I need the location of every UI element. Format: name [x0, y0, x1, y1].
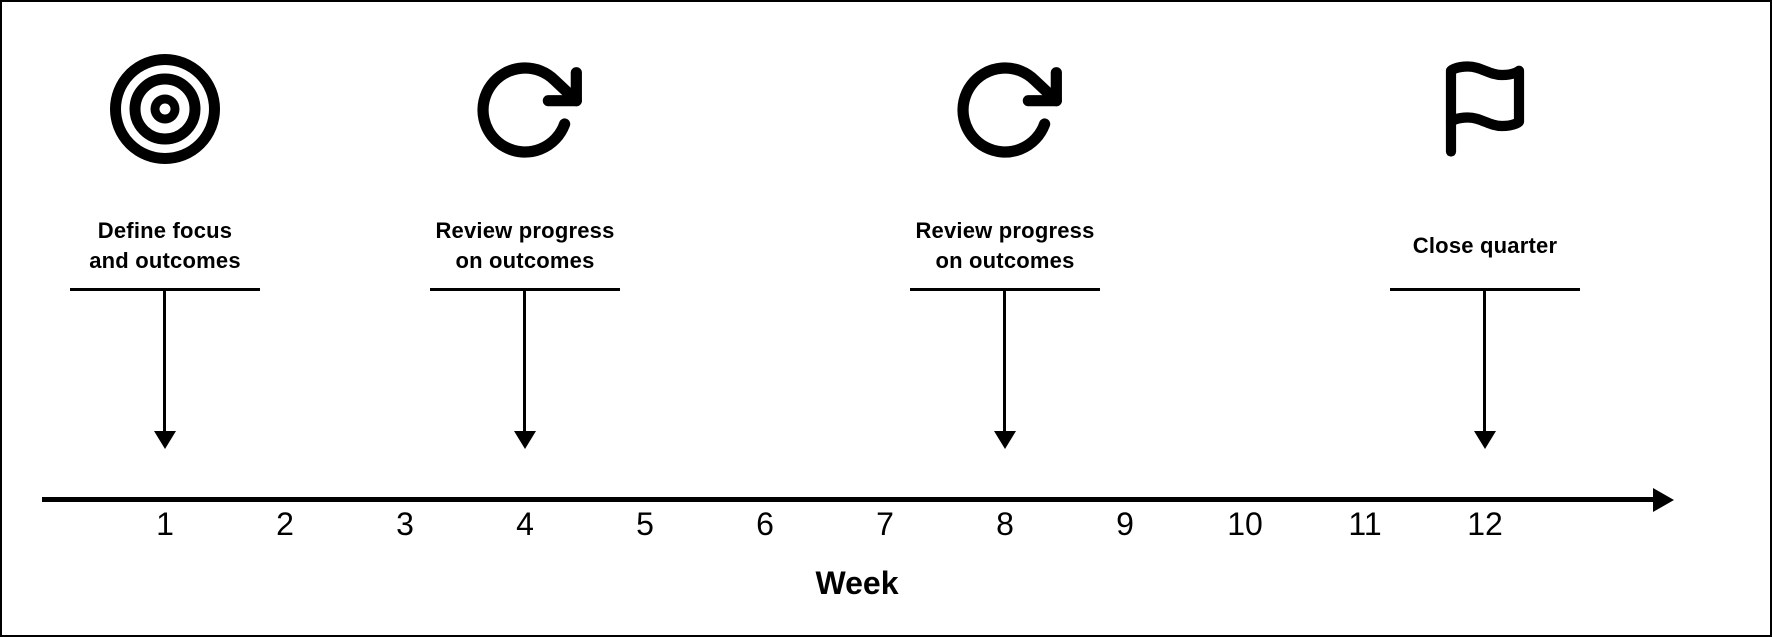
milestone-arrow: [1003, 291, 1006, 432]
refresh-icon: [380, 54, 670, 166]
milestone-arrow: [163, 291, 166, 432]
flag-icon: [1340, 54, 1630, 164]
milestone-arrowhead-icon: [514, 431, 536, 449]
timeline-axis: [42, 497, 1655, 502]
week-tick-9: 9: [1116, 506, 1134, 542]
week-tick-1: 1: [156, 506, 174, 542]
week-tick-6: 6: [756, 506, 774, 542]
milestone-label-line: on outcomes: [455, 248, 595, 273]
milestone-arrowhead-icon: [1474, 431, 1496, 449]
milestone-week-1: Define focus and outcomes: [20, 2, 310, 452]
milestone-week-12: Close quarter: [1340, 2, 1630, 452]
milestone-label-line: Define focus: [97, 218, 233, 243]
milestone-label: Review progress on outcomes: [380, 214, 670, 278]
week-tick-11: 11: [1348, 506, 1382, 542]
week-tick-12: 12: [1467, 506, 1503, 542]
milestone-underline: [430, 288, 620, 291]
week-tick-5: 5: [636, 506, 654, 542]
week-tick-7: 7: [876, 506, 894, 542]
milestone-label: Review progress on outcomes: [860, 214, 1150, 278]
timeline-axis-arrowhead-icon: [1653, 488, 1674, 512]
week-tick-8: 8: [996, 506, 1014, 542]
milestone-label: Close quarter: [1340, 214, 1630, 278]
milestone-label-line: and outcomes: [89, 248, 241, 273]
milestone-arrowhead-icon: [994, 431, 1016, 449]
week-tick-2: 2: [276, 506, 294, 542]
milestone-label-line: Review progress: [915, 218, 1095, 243]
milestone-label: Define focus and outcomes: [20, 214, 310, 278]
milestone-label-line: Close quarter: [1412, 233, 1558, 258]
milestone-underline: [70, 288, 260, 291]
milestone-arrow: [523, 291, 526, 432]
milestone-week-8: Review progress on outcomes: [860, 2, 1150, 452]
week-tick-3: 3: [396, 506, 414, 542]
milestone-underline: [1390, 288, 1580, 291]
milestone-underline: [910, 288, 1100, 291]
milestone-arrow: [1483, 291, 1486, 432]
week-tick-10: 10: [1227, 506, 1263, 542]
milestone-arrowhead-icon: [154, 431, 176, 449]
axis-label: Week: [815, 565, 899, 601]
target-icon: [20, 54, 310, 164]
milestone-week-4: Review progress on outcomes: [380, 2, 670, 452]
refresh-icon: [860, 54, 1150, 166]
milestone-label-line: on outcomes: [935, 248, 1075, 273]
milestone-label-line: Review progress: [435, 218, 615, 243]
week-tick-4: 4: [516, 506, 534, 542]
